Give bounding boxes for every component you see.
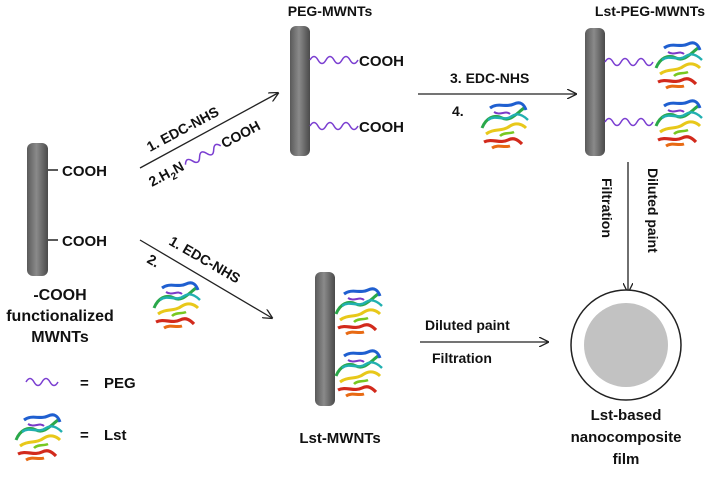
legend-peg-label: PEG — [104, 375, 136, 392]
legend: = PEG = Lst — [14, 375, 136, 462]
cooh-mwnts-label-line1: -COOH — [33, 287, 86, 304]
lst-mwnts-title: Lst-MWNTs — [299, 430, 380, 447]
mwnt-tube — [27, 143, 48, 276]
lst-protein-icon — [152, 281, 202, 330]
film-arrow: Diluted paint Filtration — [420, 317, 548, 366]
film-label-line1: Lst-based — [591, 407, 662, 424]
film-label-line3: film — [613, 451, 640, 468]
film-label-line2: nanocomposite — [571, 429, 682, 446]
lst-protein-icon — [334, 287, 384, 336]
step-2-h2n: 2.H2N — [146, 158, 188, 193]
cooh-group-upper: COOH — [62, 163, 107, 180]
cooh-mwnt: COOH COOH -COOH functionalized MWNTs — [6, 143, 114, 346]
mwnt-tube — [290, 26, 310, 156]
filtration-label-vertical: Filtration — [599, 178, 615, 238]
peg-linker-icon — [184, 143, 222, 165]
peg-cooh-upper: COOH — [359, 53, 404, 70]
lst-peg-mwnts: Lst-PEG-MWNTs — [585, 3, 705, 156]
cooh-mwnts-label-line2: functionalized — [6, 308, 114, 325]
peg-chain-icon — [604, 57, 654, 67]
peg-cooh-lower: COOH — [359, 119, 404, 136]
legend-equals-lst: = — [80, 427, 89, 444]
lst-peg-mwnts-title: Lst-PEG-MWNTs — [595, 3, 705, 19]
lst-protein-icon — [480, 101, 530, 150]
film-inner-circle — [584, 303, 668, 387]
nanocomposite-film: Lst-based nanocomposite film — [570, 289, 682, 468]
legend-lst-label: Lst — [104, 427, 127, 444]
mwnt-tube — [315, 272, 335, 406]
peg-mwnts: PEG-MWNTs COOH COOH — [288, 3, 404, 156]
peg-chain-icon — [309, 121, 359, 131]
peg-chain-icon — [309, 55, 359, 65]
lst-protein-icon — [654, 41, 704, 90]
peg-chain-icon — [604, 117, 654, 127]
step-1-edc-nhs: 1. EDC-NHS — [144, 103, 222, 154]
mwnt-tube — [585, 28, 605, 156]
step-3-4-arrow: 3. EDC-NHS 4. — [418, 70, 576, 150]
diluted-paint-label: Diluted paint — [425, 317, 510, 333]
cooh-group-lower: COOH — [62, 233, 107, 250]
filtration-label: Filtration — [432, 350, 492, 366]
cooh-mwnts-label-line3: MWNTs — [31, 329, 89, 346]
lst-protein-icon — [334, 349, 384, 398]
step-2b: 2. — [145, 251, 163, 271]
peg-legend-icon — [25, 377, 59, 387]
step-3-edc-nhs: 3. EDC-NHS — [450, 70, 529, 86]
step-4: 4. — [452, 103, 464, 119]
diluted-paint-label-vertical: Diluted paint — [645, 168, 661, 253]
lst-mwnts: Lst-MWNTs — [299, 272, 384, 447]
lst-protein-icon — [654, 99, 704, 148]
legend-equals-peg: = — [80, 375, 89, 392]
lst-legend-icon — [14, 413, 64, 462]
step-lower-arrow: 1. EDC-NHS 2. — [139, 233, 272, 330]
step-upper-arrow: 1. EDC-NHS 2.H2N COOH — [139, 93, 278, 193]
peg-mwnts-title: PEG-MWNTs — [288, 3, 373, 19]
vertical-filtration-arrow: Diluted paint Filtration — [599, 162, 661, 292]
